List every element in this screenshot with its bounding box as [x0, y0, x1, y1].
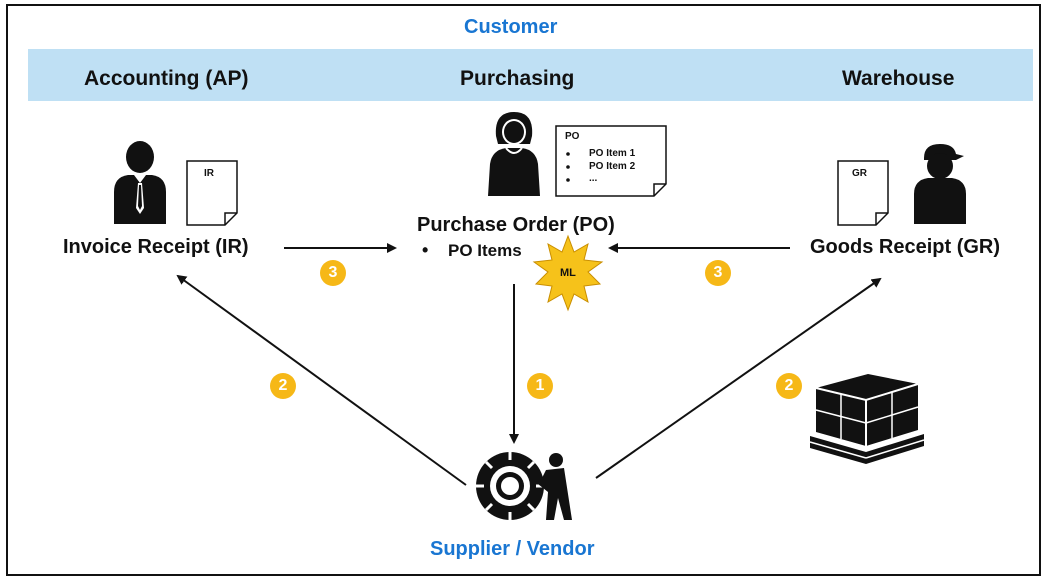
ml-burst-icon: [532, 234, 604, 312]
customer-title: Customer: [464, 16, 558, 38]
invoice-receipt-label: Invoice Receipt (IR): [63, 236, 249, 258]
arrow-supplier-to-gr: [595, 277, 882, 479]
ir-doc-label: IR: [204, 168, 214, 179]
header-warehouse: Warehouse: [842, 67, 955, 90]
step-badge-1: 1: [527, 373, 553, 399]
department-band: [28, 49, 1033, 101]
flow-arrows: [176, 243, 882, 486]
po-items-label: PO Items: [448, 241, 522, 260]
step-badge-3-right: 3: [705, 260, 731, 286]
po-doc-more: ...: [589, 173, 598, 184]
goods-receipt-label: Goods Receipt (GR): [810, 236, 1001, 258]
warehouse-worker-icon: [914, 144, 966, 224]
arrow-supplier-to-ir: [176, 274, 467, 486]
businesswoman-icon: [488, 112, 540, 196]
businessman-icon: [114, 141, 166, 224]
po-doc-item-1: PO Item 1: [589, 148, 636, 159]
supplier-vendor-label: Supplier / Vendor: [430, 538, 595, 560]
step-badge-2-left: 2: [270, 373, 296, 399]
document-icon: [555, 125, 667, 197]
po-items-bullet: •: [422, 240, 429, 260]
purchase-order-label: Purchase Order (PO): [417, 214, 615, 236]
pallet-boxes-icon: [809, 374, 925, 464]
header-accounting: Accounting (AP): [84, 67, 249, 90]
step-badge-2-right: 2: [776, 373, 802, 399]
ml-label: ML: [560, 267, 576, 279]
document-icon: [186, 160, 238, 226]
header-purchasing: Purchasing: [460, 67, 575, 90]
gr-doc-label: GR: [852, 168, 867, 179]
po-doc-item-2: PO Item 2: [589, 161, 636, 172]
tire-worker-icon: [476, 452, 572, 520]
step-badge-3-left: 3: [320, 260, 346, 286]
document-icon: [837, 160, 889, 226]
po-doc-title: PO: [565, 131, 580, 142]
